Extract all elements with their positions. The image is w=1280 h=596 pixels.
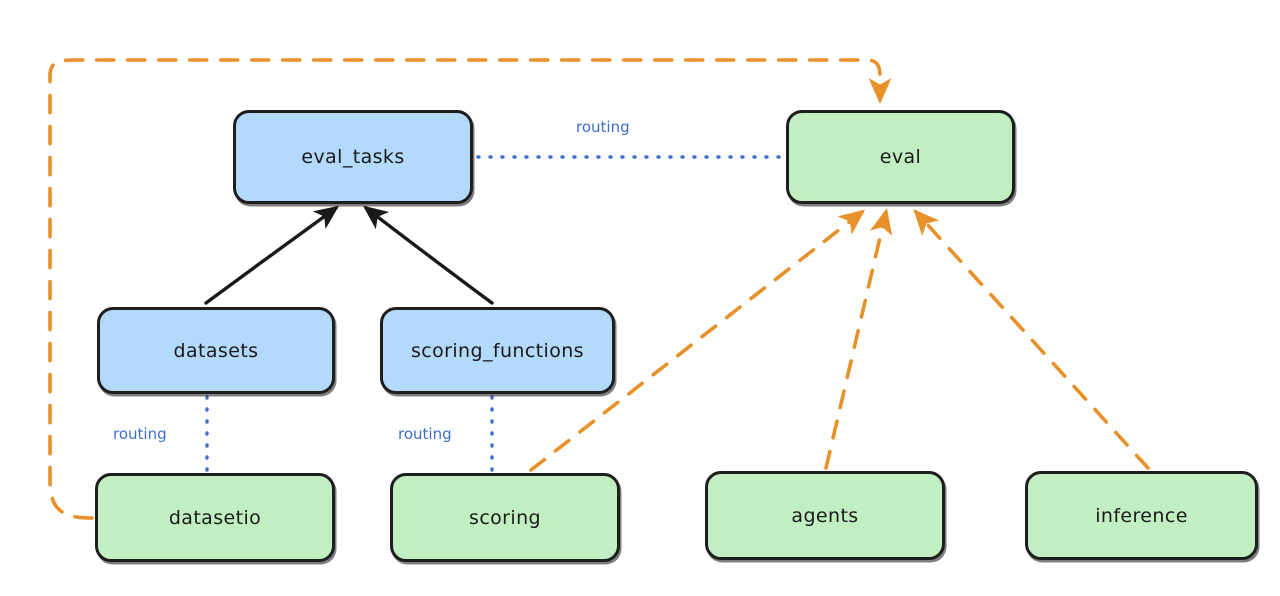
node-label-eval: eval <box>879 146 922 168</box>
node-label-datasetio: datasetio <box>168 506 262 529</box>
node-datasets[interactable]: datasets <box>97 307 335 394</box>
edge-label-routing-datasetio: routing <box>113 425 167 443</box>
node-agents[interactable]: agents <box>705 471 945 560</box>
node-scoring-functions[interactable]: scoring_functions <box>380 307 615 394</box>
edge-datasets-to-eval-tasks <box>204 205 340 305</box>
edge-agents-to-eval <box>824 208 893 470</box>
edge-inference-to-eval <box>913 209 1150 470</box>
edge-label-routing-eval: routing <box>576 118 630 136</box>
edge-scoring-functions-to-eval-tasks <box>363 205 494 305</box>
edge-datasetio-to-eval <box>48 58 892 520</box>
node-inference[interactable]: inference <box>1025 471 1258 560</box>
node-label-scoring-functions: scoring_functions <box>411 339 584 362</box>
node-label-inference: inference <box>1095 504 1188 527</box>
node-label-agents: agents <box>791 504 859 527</box>
node-eval-tasks[interactable]: eval_tasks <box>233 110 473 204</box>
node-label-scoring: scoring <box>469 506 541 529</box>
node-label-eval-tasks: eval_tasks <box>301 146 405 168</box>
node-eval[interactable]: eval <box>786 110 1015 204</box>
edge-scoring-to-eval <box>529 209 866 472</box>
node-datasetio[interactable]: datasetio <box>95 473 335 562</box>
node-scoring[interactable]: scoring <box>390 473 620 562</box>
edge-label-routing-scoring: routing <box>398 425 452 443</box>
node-label-datasets: datasets <box>173 339 259 362</box>
